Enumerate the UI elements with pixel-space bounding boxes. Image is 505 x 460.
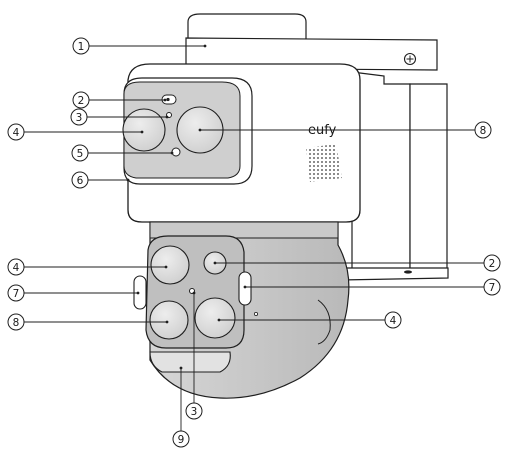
callout-6: 6 [72, 172, 88, 188]
svg-text:2: 2 [78, 95, 85, 107]
callout-7-right: 7 [484, 279, 500, 295]
callout-9: 9 [173, 431, 189, 447]
top-mount [186, 14, 437, 70]
callout-3-upper: 3 [71, 109, 87, 125]
svg-text:5: 5 [77, 148, 84, 160]
callout-8-upper: 8 [475, 122, 491, 138]
svg-text:4: 4 [13, 262, 20, 274]
upper-lens-left [123, 109, 165, 151]
svg-text:4: 4 [13, 127, 20, 139]
svg-text:2: 2 [489, 258, 496, 270]
callout-4-upper: 4 [8, 124, 24, 140]
callout-2-lower: 2 [484, 255, 500, 271]
lower-lens-top-left [151, 246, 189, 284]
callout-4-lower-right: 4 [385, 312, 401, 328]
callout-5: 5 [72, 145, 88, 161]
upper-pir-sensor [172, 148, 180, 156]
callout-2-upper: 2 [73, 92, 89, 108]
microphone-hole [254, 312, 257, 315]
svg-text:3: 3 [191, 406, 198, 418]
spotlight-right [239, 272, 251, 305]
svg-text:7: 7 [13, 288, 20, 300]
svg-text:3: 3 [76, 112, 83, 124]
spotlight-left [134, 276, 146, 309]
callout-7-left: 7 [8, 285, 24, 301]
lower-lens-bottom-left [150, 301, 188, 339]
speaker-grille [306, 144, 342, 182]
callout-4-lower-left: 4 [8, 259, 24, 275]
callout-3-lower: 3 [186, 403, 202, 419]
svg-text:1: 1 [78, 41, 85, 53]
callout-1: 1 [73, 38, 89, 54]
svg-text:8: 8 [480, 125, 487, 137]
svg-text:9: 9 [178, 434, 185, 446]
svg-text:8: 8 [13, 317, 20, 329]
callout-8-lower: 8 [8, 314, 24, 330]
svg-text:4: 4 [390, 315, 397, 327]
svg-text:6: 6 [77, 175, 84, 187]
lower-lens-bottom-right [195, 298, 235, 338]
svg-text:7: 7 [489, 282, 496, 294]
lower-spotlight-bar [150, 352, 230, 372]
brand-logo: eufy [308, 123, 337, 138]
